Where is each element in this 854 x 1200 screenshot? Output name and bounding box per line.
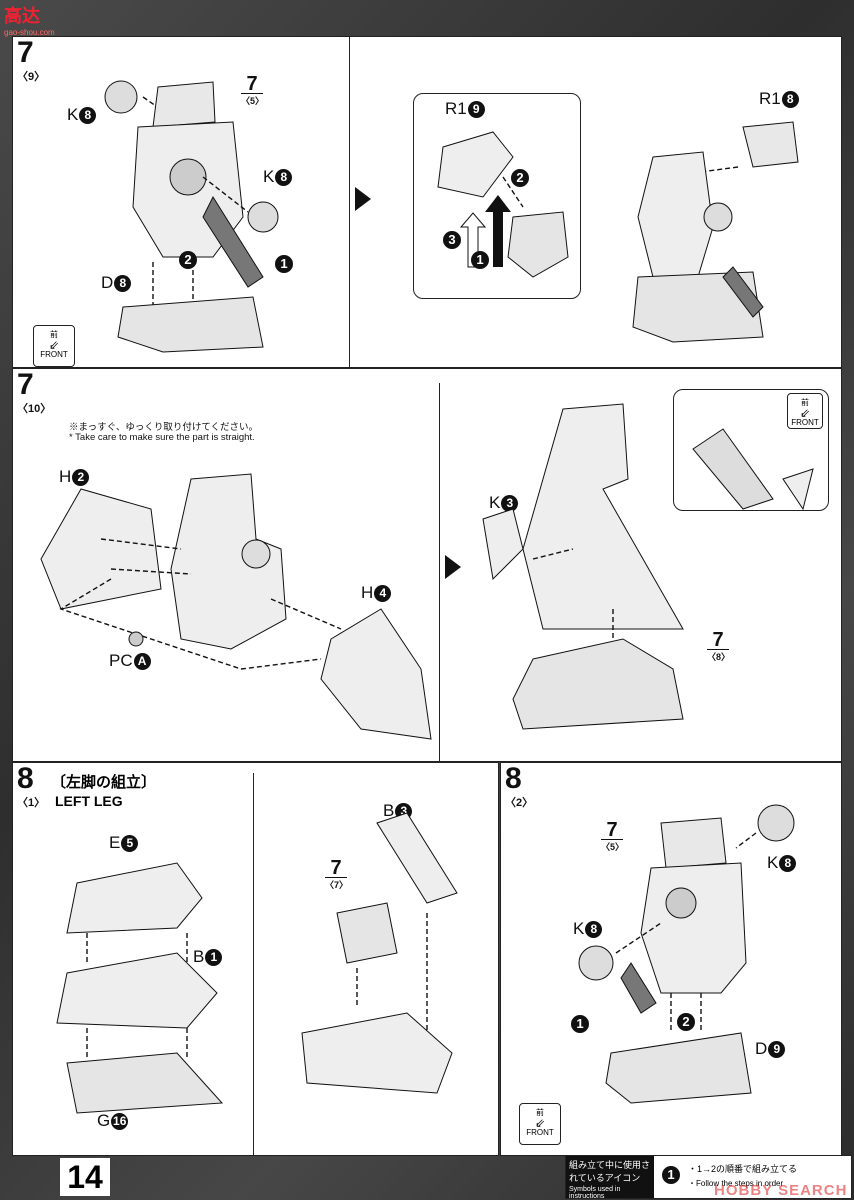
order-marker: 2 [677, 1013, 695, 1031]
panel-divider [349, 37, 350, 367]
ref-step-badge: 7〈5〉 [241, 73, 265, 106]
caution-note-jp: ※まっすぐ、ゆっくり取り付けてください。 [69, 422, 259, 433]
front-indicator: 前⇙FRONT [519, 1103, 561, 1145]
order-marker: 1 [275, 255, 293, 273]
leg-assembled-drawing [632, 121, 799, 343]
site-logo: 高达 gao-shou.com [4, 2, 74, 37]
ref-step-badge: 7〈5〉 [601, 819, 625, 852]
hip-assembled-drawing [482, 403, 814, 730]
detail-drawing [437, 131, 569, 278]
step-number: 8〈2〉 [505, 762, 534, 810]
order-marker: 1 [471, 251, 489, 269]
logo-sub: gao-shou.com [4, 28, 55, 37]
caution-note-en: * Take care to make sure the part is str… [69, 432, 255, 443]
panel-divider [253, 773, 254, 1155]
icon-legend: 組み立て中に使用されているアイコン Symbols used in instru… [565, 1155, 852, 1200]
panel-step-7-10: 7〈10〉 ※まっすぐ、ゆっくり取り付けてください。 * Take care t… [12, 368, 842, 762]
order-marker: 3 [443, 231, 461, 249]
legend-title: 組み立て中に使用されているアイコン Symbols used in instru… [566, 1156, 654, 1200]
front-indicator: 前⇙FRONT [33, 325, 75, 367]
leg-assembly-drawing [104, 80, 279, 353]
ref-step-badge: 7〈7〉 [325, 857, 349, 890]
legend-text-jp: ・1→2の順番で組み立てる [688, 1164, 798, 1174]
order-icon: 1 [662, 1166, 680, 1184]
hip-armor-drawing [40, 473, 432, 740]
logo-text: 高达 [4, 6, 40, 26]
front-indicator: 前⇙FRONT [787, 393, 823, 429]
leg-right-assembly-drawing [578, 804, 795, 1104]
section-title-en: LEFT LEG [55, 793, 123, 809]
order-marker: 2 [511, 169, 529, 187]
page-number: 14 [60, 1158, 110, 1196]
left-leg-parts-drawing [56, 812, 458, 1114]
watermark: HOBBY SEARCH [714, 1182, 848, 1199]
panel-divider [439, 383, 440, 761]
legend-text-en: ・Follow the steps in order [688, 1179, 784, 1188]
section-title-jp: 〔左脚の組立〕 [51, 774, 157, 791]
next-arrow [355, 187, 371, 211]
step-number: 7〈9〉 [17, 36, 46, 84]
order-marker: 1 [571, 1015, 589, 1033]
next-arrow [445, 555, 461, 579]
step-number: 8〈1〉 [17, 762, 46, 810]
ref-step-badge: 7〈8〉 [707, 629, 731, 662]
order-marker: 2 [179, 251, 197, 269]
step-number: 7〈10〉 [17, 368, 52, 416]
